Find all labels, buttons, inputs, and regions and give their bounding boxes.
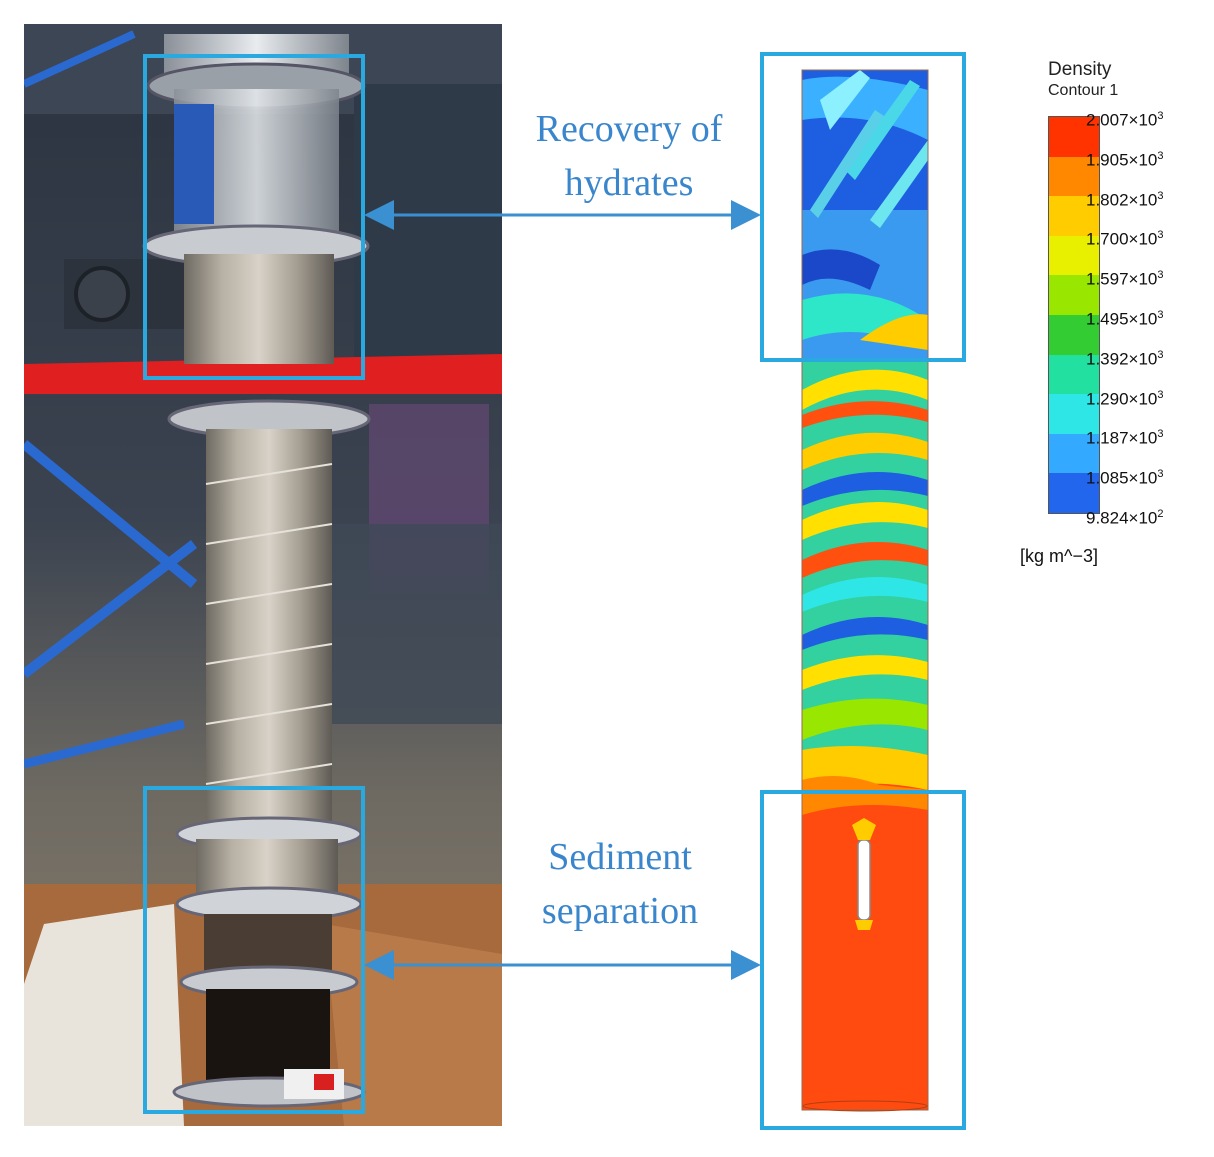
legend-band — [1049, 433, 1099, 474]
legend-unit: [kg m^−3] — [1020, 546, 1098, 566]
density-legend: Density Contour 1 2.007×103 1.905×103 1.80… — [1020, 60, 1210, 580]
legend-subtitle: Contour 1 — [1048, 82, 1119, 99]
sediment-label-line2: separation — [541, 890, 699, 932]
legend-color-bar — [1048, 116, 1100, 514]
sediment-separation-label: Sediment separation — [500, 830, 740, 938]
legend-tick-label: 1.597×103 — [1086, 269, 1164, 289]
legend-tick-label: 1.085×103 — [1086, 468, 1164, 488]
sediment-label-line1: Sediment — [548, 836, 692, 878]
sim-top-highlight-box — [760, 52, 966, 362]
legend-band — [1049, 394, 1099, 434]
sim-bottom-highlight-box — [760, 790, 966, 1130]
legend-title: Density — [1048, 59, 1112, 80]
legend-band — [1049, 314, 1099, 355]
recovery-label-line2: hydrates — [564, 162, 694, 204]
legend-band — [1049, 235, 1099, 276]
density-contour-simulation — [801, 69, 929, 1112]
recovery-label-line1: Recovery of — [535, 108, 723, 150]
legend-tick-label: 2.007×103 — [1086, 110, 1164, 130]
legend-tick-label: 1.905×103 — [1086, 149, 1164, 170]
legend-tick-label: 1.290×103 — [1086, 388, 1164, 409]
legend-band — [1049, 275, 1099, 315]
legend-tick-label: 1.802×103 — [1086, 189, 1164, 210]
legend-band — [1049, 354, 1099, 395]
photo-bottom-highlight-box — [143, 786, 365, 1114]
legend-tick-label: 1.495×103 — [1086, 309, 1164, 329]
photo-top-highlight-box — [143, 54, 365, 380]
legend-band — [1049, 473, 1099, 513]
legend-band — [1049, 156, 1099, 197]
legend-tick-label: 9.824×102 — [1086, 508, 1164, 528]
legend-band — [1049, 196, 1099, 236]
recovery-of-hydrates-label: Recovery of hydrates — [500, 102, 758, 210]
legend-band — [1049, 117, 1099, 157]
legend-tick-label: 1.392×103 — [1086, 348, 1164, 369]
legend-tick-label: 1.187×103 — [1086, 428, 1164, 449]
legend-tick-label: 1.700×103 — [1086, 229, 1164, 250]
